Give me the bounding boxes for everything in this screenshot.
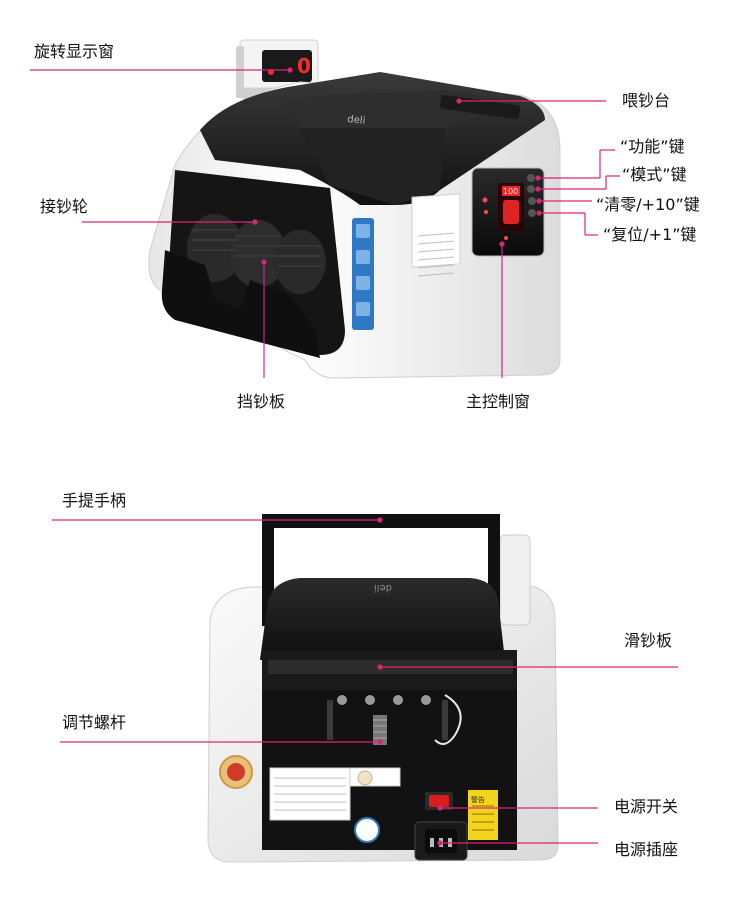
leader-lines xyxy=(30,67,678,846)
label-display-window: 旋转显示窗 xyxy=(34,42,115,61)
label-slide-plate: 滑钞板 xyxy=(624,631,673,650)
power-switch xyxy=(429,795,449,807)
panel-digits: 100 xyxy=(503,187,518,196)
rotating-display xyxy=(236,39,319,102)
label-handle: 手提手柄 xyxy=(62,491,127,510)
display-digit: 0 xyxy=(297,54,311,78)
front-view-machine xyxy=(148,39,561,379)
label-feed-tray: 喂钞台 xyxy=(622,91,671,110)
warning-title: 警告 xyxy=(471,795,485,804)
label-mode-key: “模式”键 xyxy=(622,165,687,184)
label-power-switch: 电源开关 xyxy=(614,797,679,816)
label-adjust-screw: 调节螺杆 xyxy=(62,713,127,732)
back-view-machine xyxy=(207,514,559,863)
label-function-key: “功能”键 xyxy=(620,137,685,156)
brand-mark-back: deli xyxy=(374,582,392,593)
label-stop-plate: 挡钞板 xyxy=(237,392,286,411)
label-clear-key: “清零/+10”键 xyxy=(596,195,700,214)
panel-buttons xyxy=(527,174,536,217)
brand-mark-top: deli xyxy=(347,114,366,127)
stop-plate xyxy=(161,250,320,358)
label-stack-wheel: 接钞轮 xyxy=(40,197,89,216)
label-reset-key: “复位/+1”键 xyxy=(603,225,697,244)
label-power-socket: 电源插座 xyxy=(614,840,679,859)
label-main-panel: 主控制窗 xyxy=(466,392,531,411)
main-control-panel xyxy=(471,167,545,257)
blue-icon-strip xyxy=(352,218,374,330)
